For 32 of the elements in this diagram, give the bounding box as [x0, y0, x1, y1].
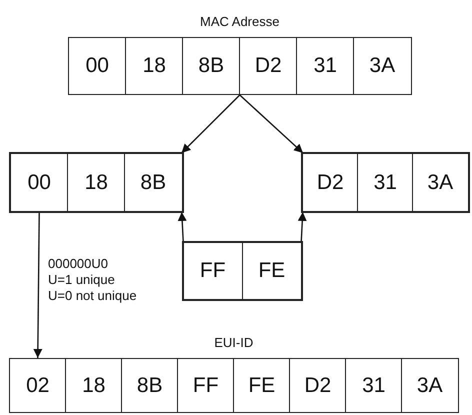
byte-cell: 31 — [357, 153, 414, 212]
byte-cell: FE — [242, 242, 302, 300]
note-text: U=0 not unique — [48, 288, 138, 304]
byte-cell: 18 — [65, 358, 122, 413]
byte-cell: 18 — [67, 153, 126, 212]
byte-cell: D2 — [302, 153, 358, 212]
byte-cell: FF — [177, 358, 234, 413]
byte-cell: D2 — [239, 37, 298, 95]
byte-cell: 31 — [296, 37, 354, 95]
row-heading: MAC Adresse — [199, 14, 280, 29]
byte-cell: FF — [182, 242, 243, 300]
arrow — [33, 212, 42, 358]
byte-cell: 8B — [121, 358, 178, 413]
byte-cell: 8B — [182, 37, 240, 95]
arrow — [298, 212, 307, 242]
byte-cell: D2 — [289, 358, 346, 413]
arrow — [178, 212, 187, 242]
byte-cell: FE — [233, 358, 290, 413]
byte-cell: 3A — [353, 37, 412, 95]
arrow — [239, 94, 304, 154]
byte-cell: 3A — [412, 153, 468, 212]
byte-cell: 00 — [68, 37, 126, 95]
byte-cell: 18 — [125, 37, 184, 95]
note-text: U=1 unique — [48, 272, 116, 288]
byte-cell: 02 — [9, 358, 66, 413]
row-heading: EUI-ID — [213, 335, 254, 350]
byte-cell: 8B — [124, 153, 182, 212]
byte-cell: 00 — [10, 153, 68, 212]
edge-label: 000000U0 — [48, 256, 109, 272]
byte-cell: 31 — [345, 358, 402, 413]
byte-cell: 3A — [401, 358, 458, 413]
arrow — [181, 94, 240, 154]
